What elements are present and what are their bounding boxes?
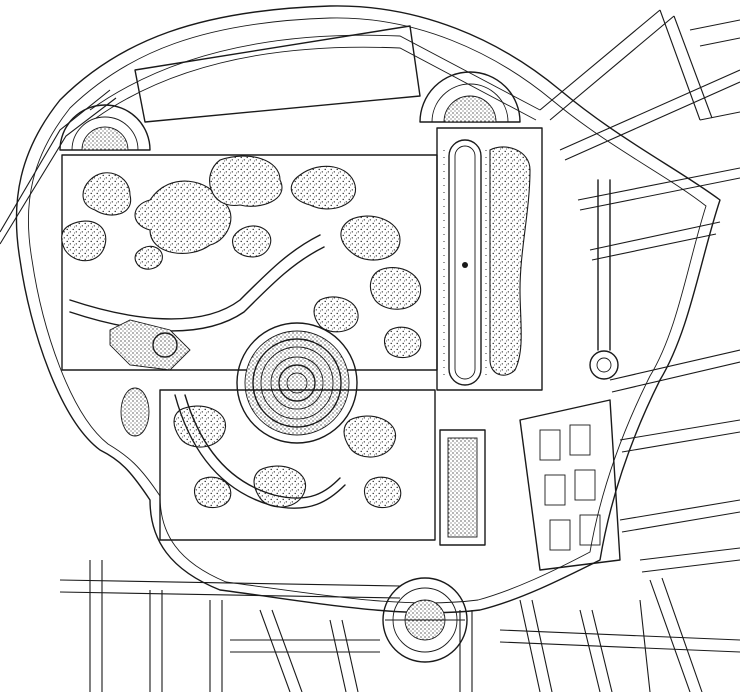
woodland-southwest xyxy=(159,389,436,541)
south-roundabout xyxy=(382,577,468,663)
semicircle-forecourt-west xyxy=(59,104,151,151)
northern-avenues xyxy=(89,25,541,123)
park-boundary xyxy=(15,5,721,614)
circular-parterre xyxy=(236,322,358,444)
eastern-loop-drive xyxy=(589,179,619,380)
tree-allee xyxy=(436,127,543,391)
surrounding-streets xyxy=(0,9,740,692)
western-oval xyxy=(120,387,150,437)
rectangular-parterre xyxy=(439,429,486,546)
eastern-quarter xyxy=(519,399,621,571)
semicircle-forecourt-northeast xyxy=(419,71,521,123)
woodland-northwest xyxy=(61,154,438,371)
